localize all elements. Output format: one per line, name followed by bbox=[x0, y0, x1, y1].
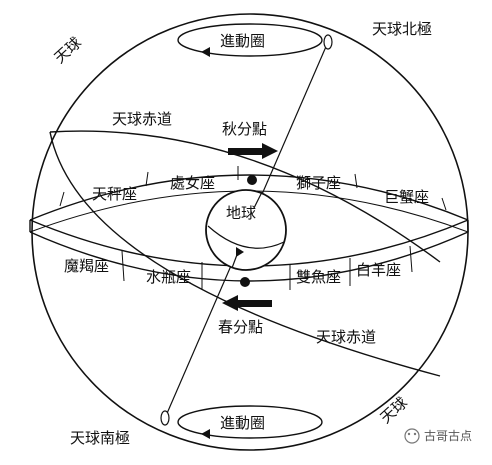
earth-axis-inner-top bbox=[253, 191, 263, 209]
zodiac-back-label: 巨蟹座 bbox=[384, 188, 429, 206]
equator-label-top: 天球赤道 bbox=[112, 110, 172, 128]
spring-equinox-label: 春分點 bbox=[218, 318, 263, 336]
watermark-text: 古哥古点 bbox=[424, 428, 472, 443]
autumn-equinox-dot bbox=[247, 175, 257, 185]
autumn-equinox-label: 秋分點 bbox=[222, 120, 267, 138]
precession-label-top: 進動圈 bbox=[220, 32, 265, 50]
zodiac-front-label: 雙魚座 bbox=[296, 268, 341, 286]
equator-label-bottom: 天球赤道 bbox=[316, 328, 376, 346]
zodiac-front-label: 白羊座 bbox=[356, 261, 401, 279]
earth-equator bbox=[207, 225, 285, 249]
spring-equinox-dot bbox=[240, 277, 250, 287]
south-pole-label: 天球南極 bbox=[70, 429, 130, 447]
spring-arrow bbox=[222, 295, 272, 311]
band-front-dividers bbox=[121, 245, 413, 290]
sphere-label-bottom: 天球 bbox=[377, 394, 411, 427]
precession-label-bottom: 進動圈 bbox=[220, 414, 265, 432]
zodiac-front-label: 水瓶座 bbox=[146, 268, 191, 286]
watermark: 古哥古点 bbox=[404, 428, 472, 444]
sphere-label-top: 天球 bbox=[51, 34, 85, 67]
earth-rotation-arrow bbox=[236, 247, 244, 257]
precession-arrow-top bbox=[201, 47, 210, 57]
zodiac-back-label: 處女座 bbox=[170, 174, 215, 192]
zodiac-front-label: 魔羯座 bbox=[64, 257, 109, 275]
earth-label: 地球 bbox=[226, 204, 256, 222]
zodiac-back-label: 獅子座 bbox=[296, 174, 341, 192]
zodiac-back-label: 天秤座 bbox=[92, 185, 137, 203]
celestial-equator-front bbox=[49, 131, 441, 377]
precession-arrow-bottom bbox=[201, 429, 210, 439]
north-pole-label: 天球北極 bbox=[372, 20, 432, 38]
pole-marker-south bbox=[160, 410, 170, 426]
earth-circle bbox=[205, 189, 287, 271]
watermark-logo-icon bbox=[404, 428, 420, 444]
pole-marker-north bbox=[323, 34, 333, 50]
precession-circle-bottom bbox=[177, 405, 323, 439]
autumn-arrow bbox=[228, 143, 278, 159]
precession-circle-top bbox=[177, 23, 323, 57]
ecliptic-band-back-top bbox=[29, 174, 469, 221]
celestial-equator-back bbox=[49, 130, 441, 263]
band-back-dividers bbox=[59, 166, 447, 211]
